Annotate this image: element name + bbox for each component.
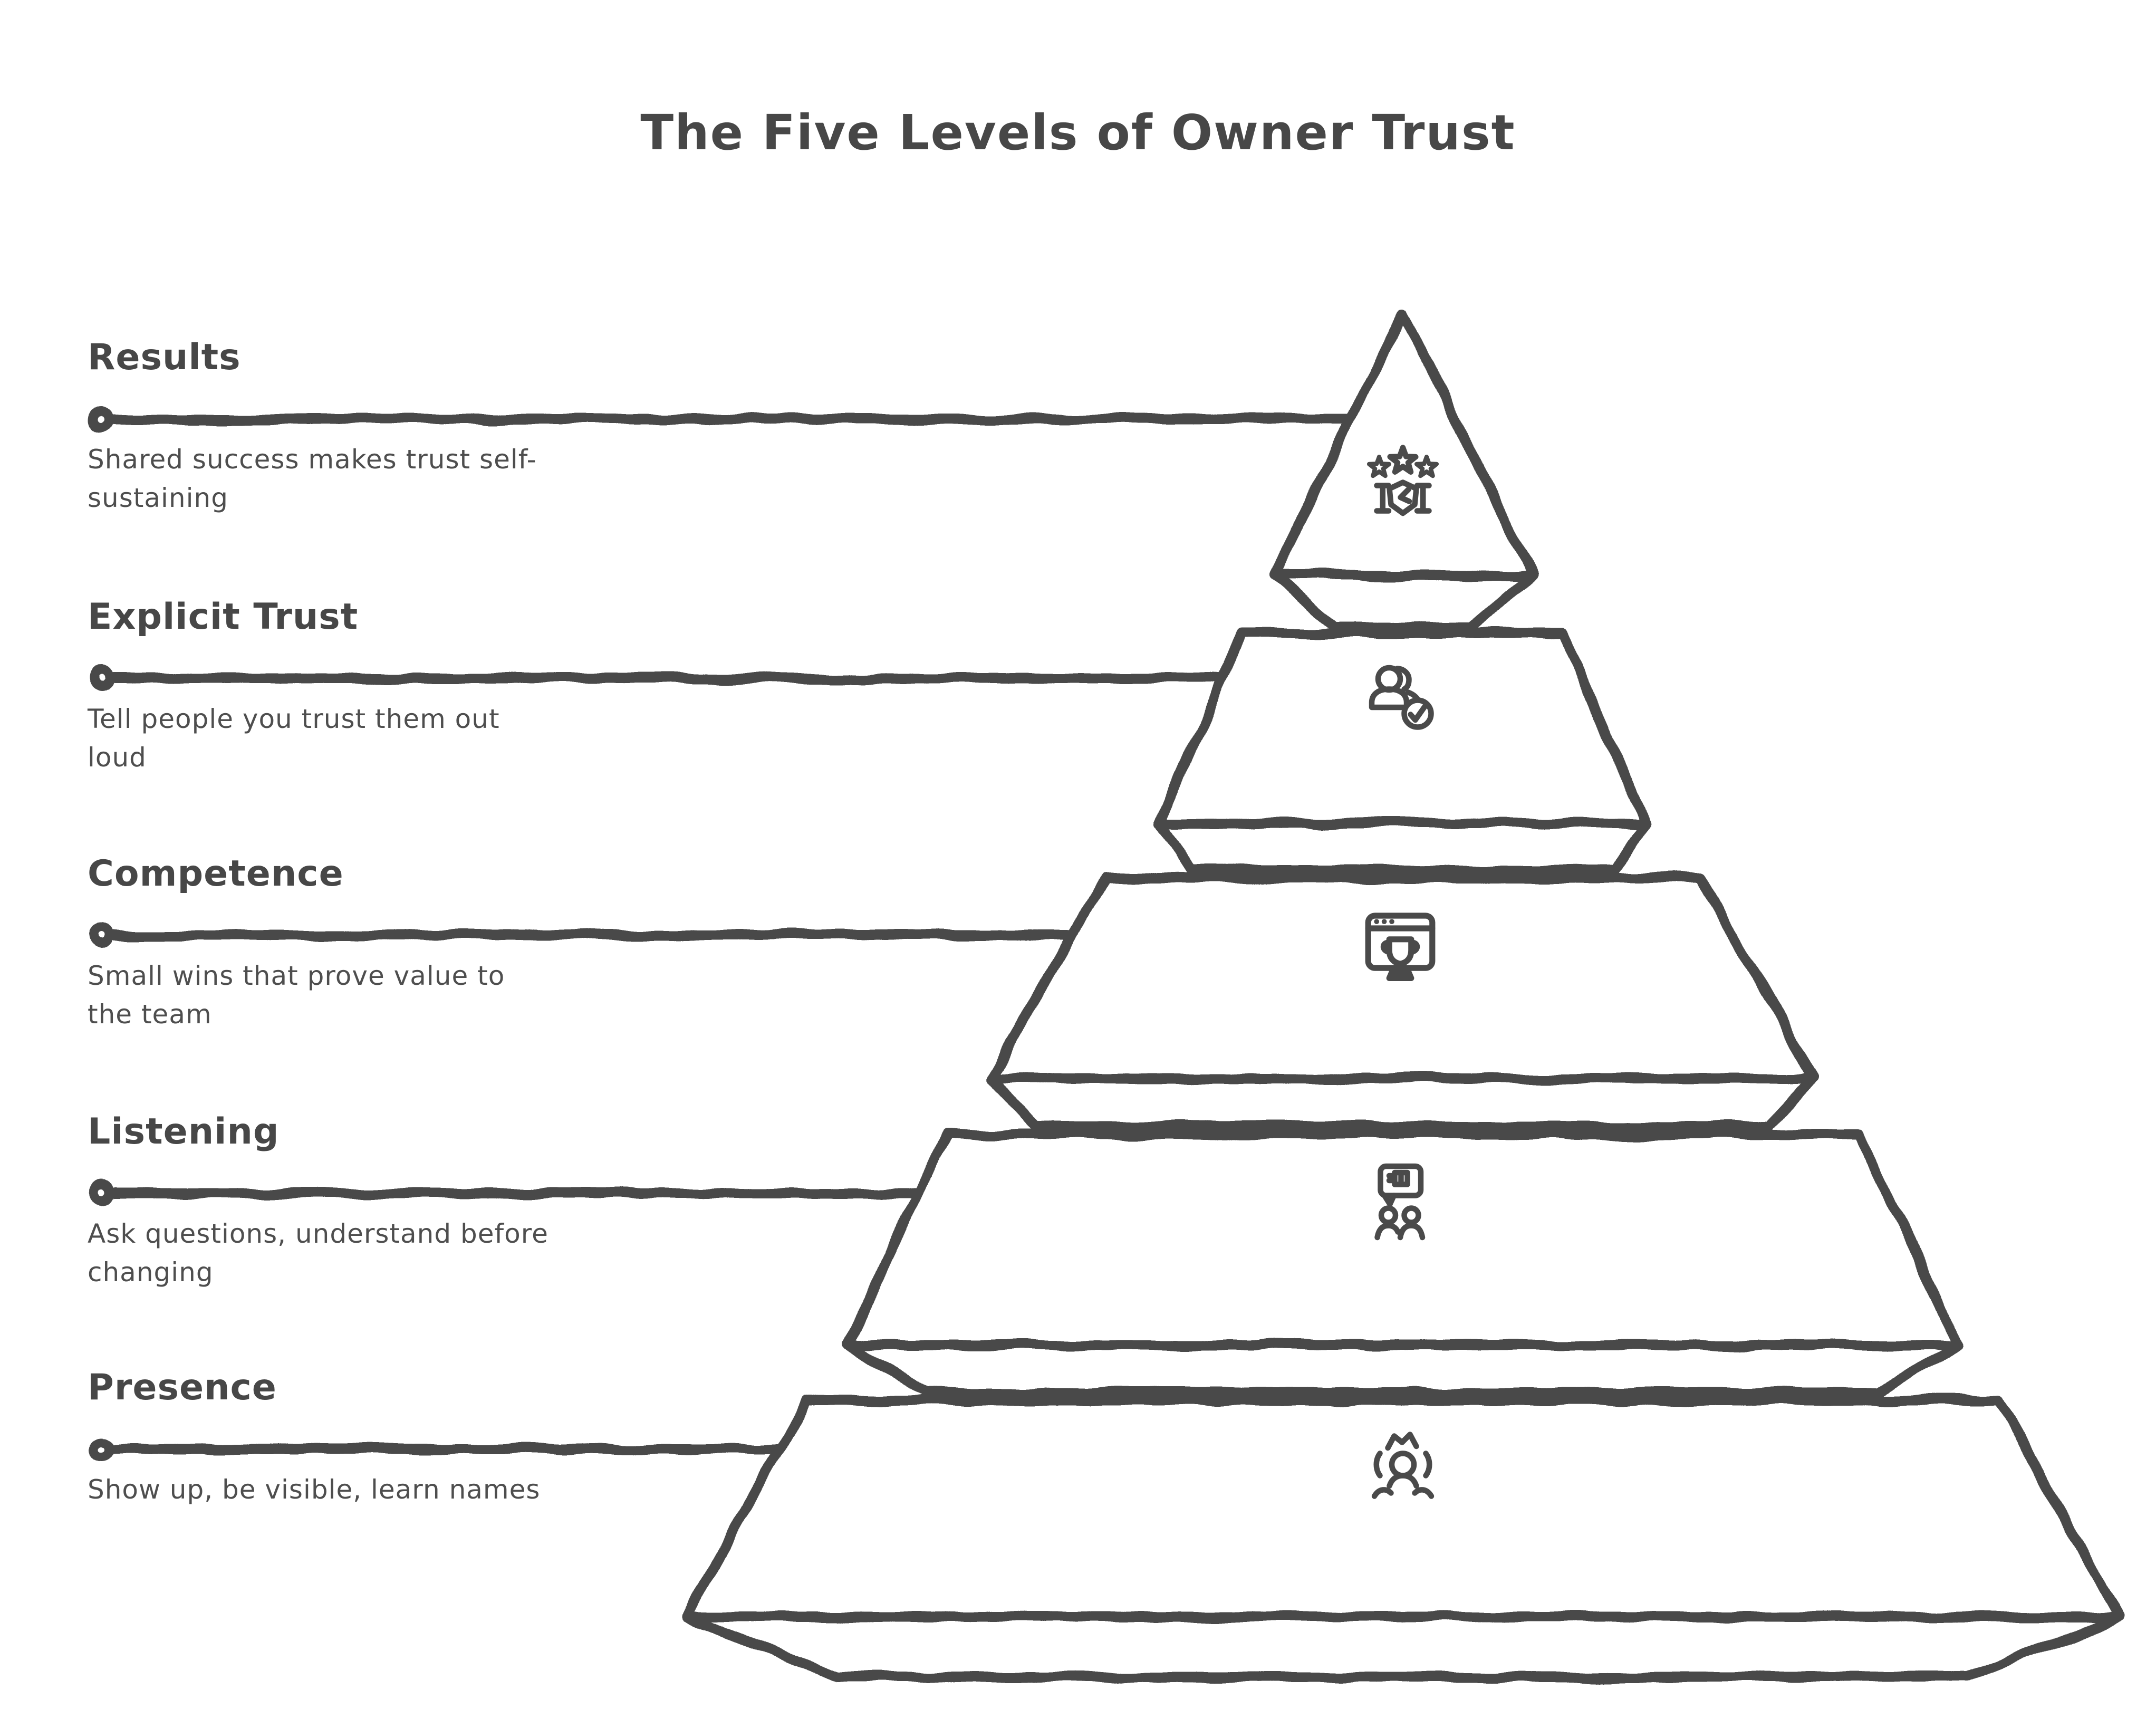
connector-dot-hole [98, 1190, 104, 1196]
level-label-explicit-trust: Explicit Trust Tell people you trust the… [88, 596, 773, 777]
pyramid-level-explicit-trust [1155, 628, 1651, 828]
level-description-results: Shared success makes trust self- sustain… [88, 444, 537, 514]
pyramid-level-competence-rim [986, 1073, 1820, 1131]
stars-achievement-icon [1369, 448, 1437, 516]
pyramid-level-listening [841, 1129, 1965, 1350]
people-verified-icon [1369, 665, 1434, 730]
connector-explicit-trust [89, 666, 1282, 691]
pyramid-level-presence-rim [680, 1611, 2125, 1683]
pyramid-level-results-rim [1268, 570, 1537, 633]
pyramid [680, 309, 2125, 1683]
pyramid-level-results [1268, 309, 1537, 580]
level-description-explicit-trust: Tell people you trust them out loud [88, 704, 500, 773]
level-name-listening: Listening [88, 1111, 280, 1153]
connector-results [89, 406, 1398, 431]
connector-dot-hole [98, 1446, 104, 1452]
level-label-presence: Presence Show up, be visible, learn name… [88, 1367, 773, 1509]
browser-trophy-icon [1365, 913, 1436, 982]
level-name-competence: Competence [88, 853, 344, 895]
level-description-competence: Small wins that prove value to the team [88, 961, 505, 1030]
connector-dot-hole [98, 932, 104, 938]
level-label-listening: Listening Ask questions, understand befo… [88, 1111, 773, 1292]
connector-competence [89, 923, 1129, 948]
level-name-presence: Presence [88, 1367, 277, 1408]
level-label-competence: Competence Small wins that prove value t… [88, 853, 773, 1034]
connector-listening [89, 1180, 976, 1206]
pyramid-level-explicit-trust-rim [1155, 818, 1651, 876]
level-name-results: Results [88, 337, 241, 378]
speech-bubble-people-icon [1374, 1163, 1426, 1241]
person-group-icon [1371, 1432, 1435, 1499]
connector-presence [89, 1436, 839, 1462]
diagram-title: The Five Levels of Owner Trust [640, 104, 1516, 161]
pyramid-level-listening-rim [841, 1340, 1965, 1398]
level-name-explicit-trust: Explicit Trust [88, 596, 359, 638]
pyramid-level-presence [680, 1395, 2125, 1622]
level-description-listening: Ask questions, understand before changin… [88, 1218, 548, 1288]
level-description-presence: Show up, be visible, learn names [88, 1474, 541, 1505]
connector-dot-hole [98, 416, 104, 422]
level-label-results: Results Shared success makes trust self-… [88, 337, 773, 517]
connector-dot-hole [98, 675, 104, 681]
